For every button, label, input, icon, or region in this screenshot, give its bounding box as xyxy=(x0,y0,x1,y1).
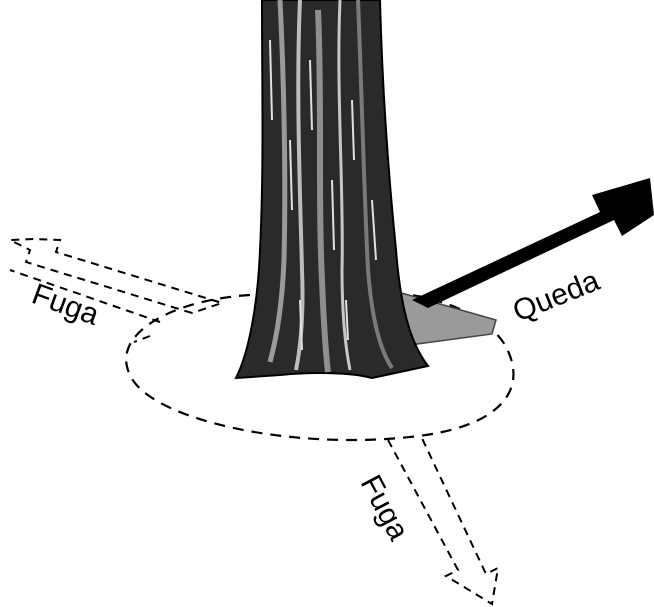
escape-route-left-line xyxy=(9,269,161,343)
tree-trunk xyxy=(234,0,430,380)
fall-label: Queda xyxy=(508,264,604,328)
escape-left-label: Fuga xyxy=(28,278,104,333)
escape-route-bottom-arrow xyxy=(387,433,500,606)
escape-bottom-label: Fuga xyxy=(354,470,415,546)
base-area-outline xyxy=(125,293,515,442)
fall-arrow xyxy=(412,178,654,308)
